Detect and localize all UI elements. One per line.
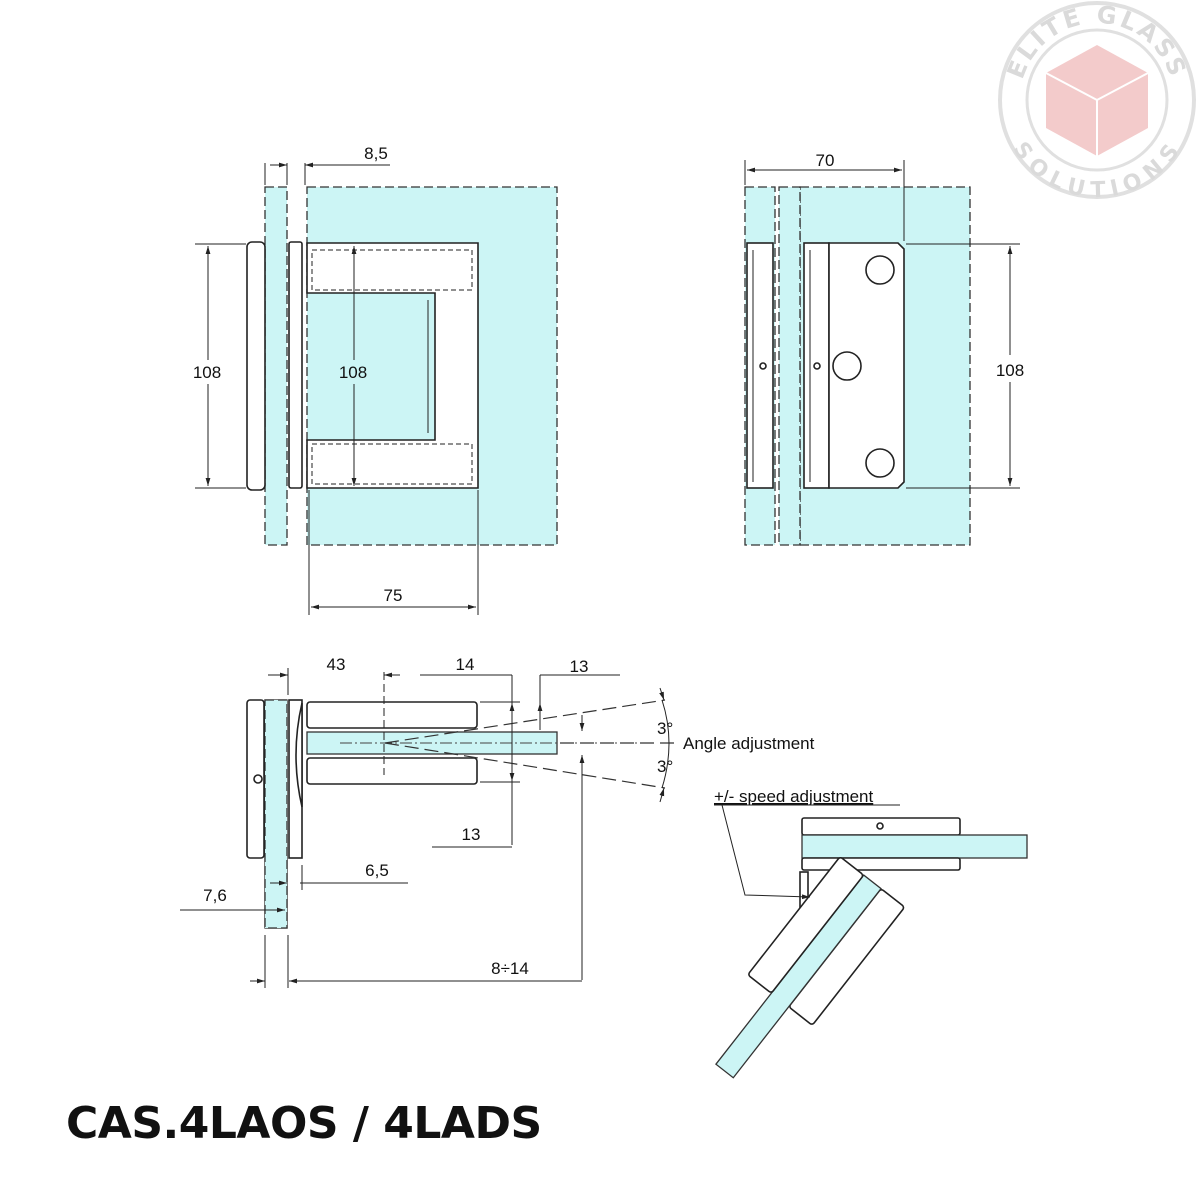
logo: ELITE GLASS SOLUTIONS	[998, 0, 1196, 203]
side-view: 70 108	[744, 151, 1024, 546]
dim-7-6: 7,6	[203, 886, 227, 905]
angle-down: 3°	[657, 757, 673, 776]
dim-6-5: 6,5	[365, 861, 389, 880]
speed-adjustment-detail: +/- speed adjustment	[714, 787, 1028, 1079]
speed-adjustment-label: +/- speed adjustment	[714, 787, 874, 806]
dim-108-right: 108	[996, 361, 1024, 380]
dim-8-5: 8,5	[364, 144, 388, 163]
dim-75: 75	[384, 586, 403, 605]
dim-13-bottom: 13	[462, 825, 481, 844]
front-view: 8,5 108 108 75	[193, 144, 558, 615]
dim-13-top: 13	[570, 657, 589, 676]
product-title: CAS.4LAOS / 4LADS	[66, 1098, 542, 1149]
dim-range: 8÷14	[491, 959, 529, 978]
dim-70: 70	[816, 151, 835, 170]
angle-adjustment-label: Angle adjustment	[683, 734, 815, 753]
dim-14: 14	[456, 655, 475, 674]
dim-43: 43	[327, 655, 346, 674]
plan-view: 43 14 13 13 6,5 7,6 8÷14 3° 3° Angle adj…	[180, 655, 815, 988]
dim-108-center: 108	[339, 363, 367, 382]
dim-108-left: 108	[193, 363, 221, 382]
angle-up: 3°	[657, 719, 673, 738]
